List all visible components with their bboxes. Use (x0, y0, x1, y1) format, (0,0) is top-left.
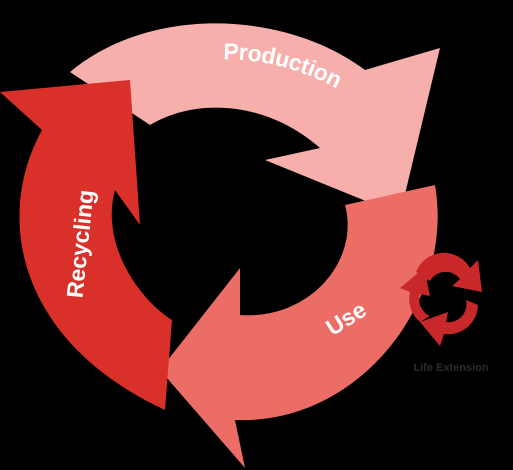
small-recycle-icon (400, 252, 482, 346)
recycling-arrow (0, 80, 172, 410)
life-extension-label: Life Extension (413, 362, 488, 374)
use-arrow (160, 185, 438, 468)
production-arrow (70, 23, 440, 215)
